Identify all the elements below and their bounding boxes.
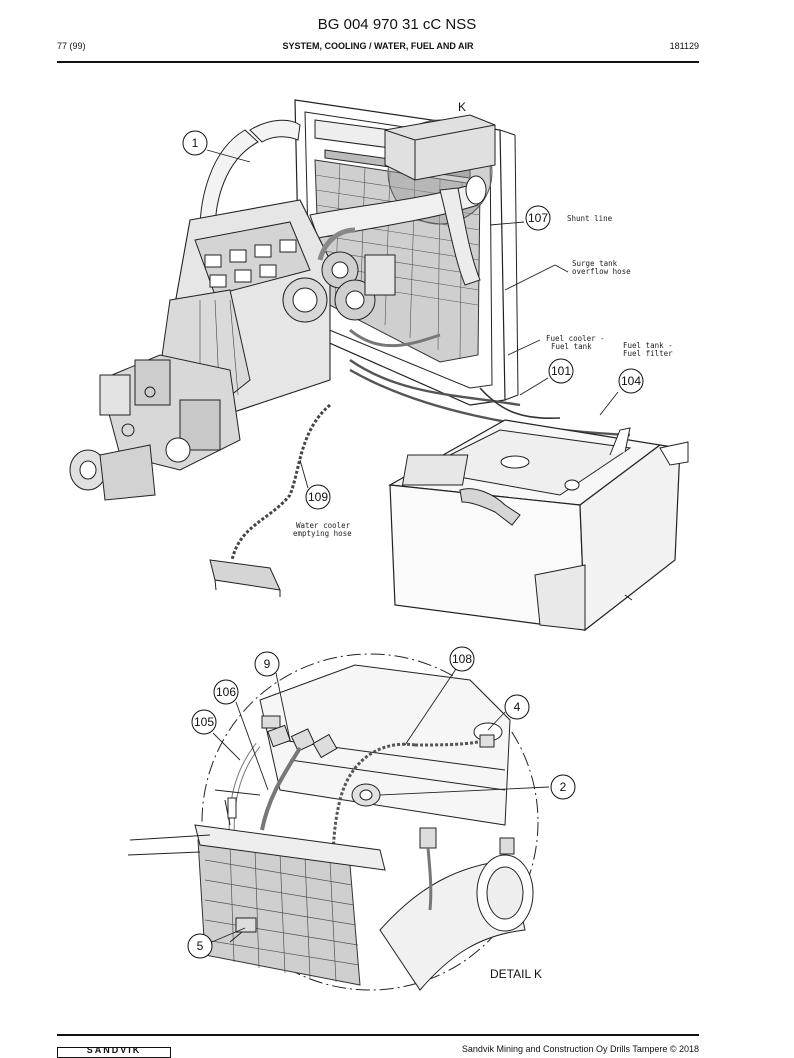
surge-tank-label-line1: Surge tank <box>572 259 618 268</box>
detail-letter: K <box>458 100 466 114</box>
fuel-tank-label-line2: Fuel filter <box>623 349 673 358</box>
footer-rule <box>57 1034 699 1036</box>
callout-4 <box>504 694 530 720</box>
callout-105-label: 105 <box>194 715 214 729</box>
callout-9-label: 9 <box>264 657 271 671</box>
water-cooler-label-line1: Water cooler <box>296 521 351 530</box>
page-number: 77 (99) <box>57 41 86 51</box>
callout-109-label: 109 <box>308 490 328 504</box>
detail-caption: DETAIL K <box>490 967 542 981</box>
callout-106-label: 106 <box>216 685 236 699</box>
fuel-tank-label-line1: Fuel tank - <box>623 341 673 350</box>
callout-9 <box>254 651 280 677</box>
callout-108 <box>449 646 475 672</box>
fuel-cooler-label-line2: Fuel tank <box>551 342 592 351</box>
callout-2 <box>550 774 576 800</box>
shunt-line-label: Shunt line <box>567 214 613 223</box>
callout-101-label: 101 <box>551 364 571 378</box>
callout-2-label: 2 <box>560 780 567 794</box>
callout-104-label: 104 <box>621 374 641 388</box>
callout-107 <box>525 205 551 231</box>
callout-106 <box>213 679 239 705</box>
callout-1 <box>182 130 208 156</box>
fuel-cooler-label-line1: Fuel cooler - <box>546 334 605 343</box>
section-title: SYSTEM, COOLING / WATER, FUEL AND AIR <box>282 41 474 51</box>
document-code: 181129 <box>669 41 699 51</box>
callout-1-label: 1 <box>192 136 199 150</box>
callout-5-label: 5 <box>197 939 204 953</box>
surge-tank-label-line2: overflow hose <box>572 267 631 276</box>
document-title: BG 004 970 31 cC NSS <box>317 16 477 33</box>
detail-k-view <box>127 653 539 991</box>
callout-5 <box>187 933 213 959</box>
callout-4-label: 4 <box>514 700 521 714</box>
header-rule <box>57 61 699 63</box>
copyright-text: Sandvik Mining and Construction Oy Drill… <box>461 1044 699 1054</box>
footer-row: SANDVIK Sandvik Mining and Construction … <box>57 1044 699 1058</box>
callout-105 <box>191 709 217 735</box>
fuel-tank <box>388 419 689 632</box>
callout-107-label: 107 <box>528 211 548 225</box>
hydraulic-pump <box>69 354 241 501</box>
callout-101 <box>548 358 574 384</box>
water-cooler-label-line2: emptying hose <box>293 529 352 538</box>
callout-104 <box>618 368 644 394</box>
callout-108-label: 108 <box>452 652 472 666</box>
callout-109 <box>305 484 331 510</box>
header-row: 77 (99) SYSTEM, COOLING / WATER, FUEL AN… <box>57 41 699 55</box>
